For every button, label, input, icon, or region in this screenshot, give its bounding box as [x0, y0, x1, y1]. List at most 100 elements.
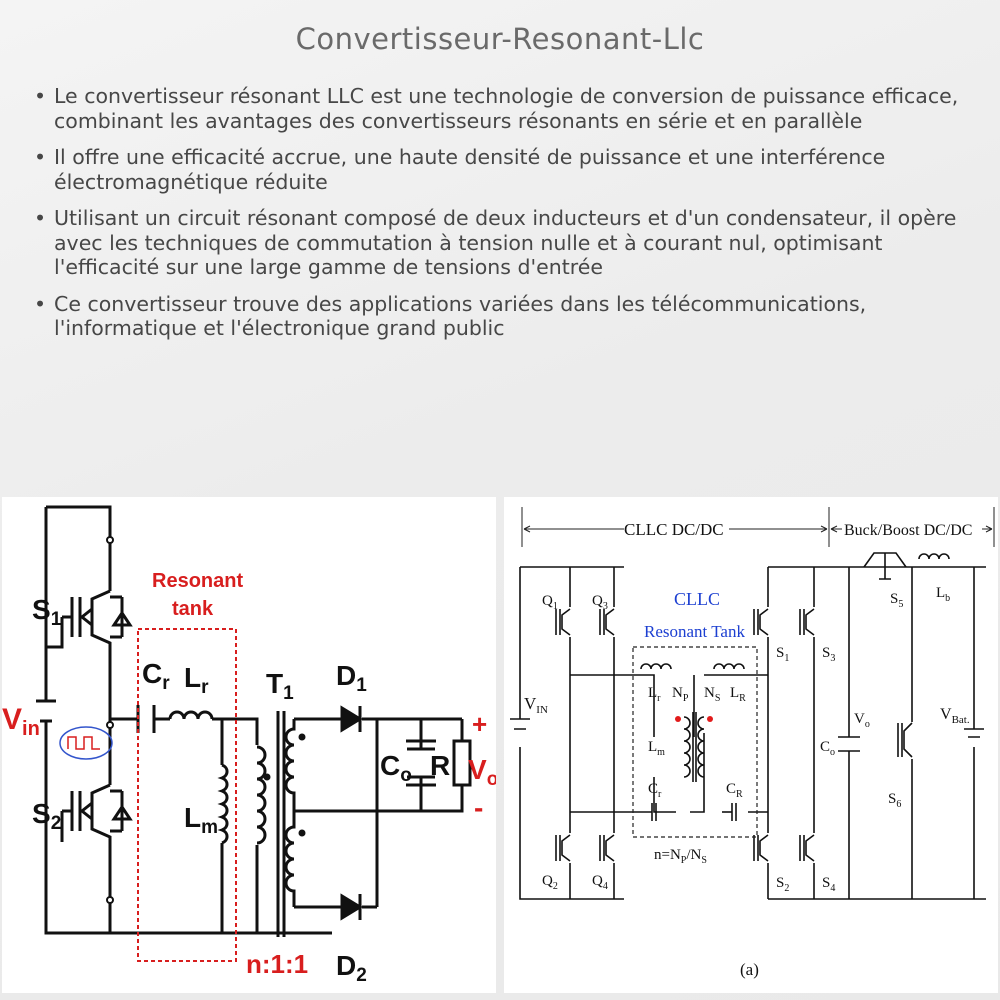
vo-minus-sign: - [474, 792, 483, 823]
q2-letter: Q [542, 873, 553, 889]
co-label: Co [820, 739, 835, 758]
cr-subscript: r [162, 673, 170, 694]
s6-letter: S [888, 791, 896, 807]
lr-letter: L [184, 662, 201, 693]
t1-letter: T [266, 668, 283, 699]
bullet-item: •Le convertisseur résonant LLC est une t… [30, 84, 965, 133]
bullet-marker: • [34, 291, 47, 316]
t1-label: T1 [266, 668, 294, 704]
cr-subscript: r [658, 789, 662, 800]
q3-label: Q3 [592, 593, 608, 612]
s1-subscript: 1 [784, 653, 789, 664]
s2-letter: S [776, 875, 784, 891]
cr-letter: C [142, 658, 162, 689]
vbat-letter: V [940, 706, 952, 723]
llc-mosfets [46, 595, 133, 842]
cllc-circuit-panel: CLLC DC/DC Buck/Boost DC/DC CLLC Resonan… [504, 497, 998, 993]
lm-label: Lm [648, 739, 665, 758]
d2-letter: D [336, 950, 356, 981]
range-arrows [521, 507, 995, 547]
d1-subscript: 1 [356, 675, 367, 696]
lm-inductor [217, 763, 229, 845]
s2-subscript: 2 [784, 883, 789, 894]
co-subscript: o [830, 747, 835, 758]
lR-label: LR [730, 685, 746, 704]
page-title: Convertisseur-Resonant-Llc [295, 22, 705, 56]
vin-subscript: IN [536, 704, 548, 716]
cllc-tank-components [640, 663, 745, 821]
vo-letter: V [468, 754, 487, 785]
cR-subscript: R [736, 789, 743, 800]
s2-letter: S [32, 798, 51, 829]
lr-inductor [168, 710, 214, 720]
bullet-item: • Ce convertisseur trouve des application… [30, 292, 965, 341]
d2-subscript: 2 [356, 965, 367, 986]
t1-subscript: 1 [283, 683, 294, 704]
co-capacitor [406, 739, 436, 787]
co-subscript: o [400, 765, 412, 786]
cllc-tank-box [632, 646, 758, 838]
s2-label: S2 [32, 798, 61, 834]
q1-letter: Q [542, 593, 553, 609]
co-label: Co [380, 750, 412, 786]
d2-label: D2 [336, 950, 367, 986]
lr-subscript: r [657, 693, 661, 704]
transformer-dots [263, 733, 306, 837]
d1-letter: D [336, 660, 356, 691]
lm-letter: L [184, 802, 201, 833]
cllc-switches [555, 552, 913, 862]
s1-letter: S [776, 645, 784, 661]
s3-letter: S [822, 645, 830, 661]
lr-letter: L [648, 685, 657, 701]
bullet-marker: • [34, 145, 47, 169]
r-label: R [430, 750, 450, 781]
lR-letter: L [730, 685, 739, 701]
diodes [340, 705, 363, 921]
lr-label: Lr [648, 685, 661, 704]
lm-label: Lm [184, 802, 218, 838]
ratio-subscript-s: S [701, 855, 707, 866]
cllc-wires [519, 566, 986, 900]
vo-subscript: o [865, 719, 870, 730]
np-letter: N [672, 685, 683, 701]
s6-subscript: 6 [896, 799, 901, 810]
ratio-prefix: n=N [654, 847, 681, 863]
vo-subscript: o [487, 769, 496, 790]
bullet-text: Ce convertisseur trouve des applications… [54, 291, 867, 341]
load-resistor [452, 739, 472, 787]
s1-label: S1 [776, 645, 789, 664]
lm-subscript: m [657, 747, 665, 758]
s1-label: S1 [32, 594, 62, 630]
cR-letter: C [726, 781, 736, 797]
ratio-label: n=NP/NS [654, 847, 707, 866]
gate-signal-icon [59, 726, 113, 760]
s4-letter: S [822, 875, 830, 891]
s5-label: S5 [890, 591, 903, 610]
cr-capacitor [136, 705, 156, 733]
q2-label: Q2 [542, 873, 558, 892]
lb-inductor [918, 553, 950, 560]
np-label: NP [672, 685, 689, 704]
ns-subscript: S [715, 693, 721, 704]
q3-subscript: 3 [603, 601, 608, 612]
cllc-sources [510, 718, 984, 752]
vo-label: Vo [468, 754, 496, 790]
s3-subscript: 3 [830, 653, 835, 664]
bullet-item: •Il offre une efficacité accrue, une hau… [30, 145, 965, 194]
vbat-subscript: Bat. [952, 714, 970, 726]
transformer-t1 [256, 711, 296, 937]
bullet-text: Utilisant un circuit résonant composé de… [54, 206, 957, 279]
s4-label: S4 [822, 875, 835, 894]
vo-letter: V [854, 711, 865, 727]
resonant-tank-box [137, 628, 237, 962]
ns-label: NS [704, 685, 720, 704]
lb-letter: L [936, 585, 945, 601]
buckboost-range-label: Buck/Boost DC/DC [844, 522, 972, 539]
s1-letter: S [32, 594, 51, 625]
bullet-marker: • [34, 206, 47, 230]
s2-label: S2 [776, 875, 789, 894]
ns-letter: N [704, 685, 715, 701]
lr-label: Lr [184, 662, 209, 698]
q2-subscript: 2 [553, 881, 558, 892]
bullet-text: Le convertisseur résonant LLC est une te… [54, 84, 959, 133]
